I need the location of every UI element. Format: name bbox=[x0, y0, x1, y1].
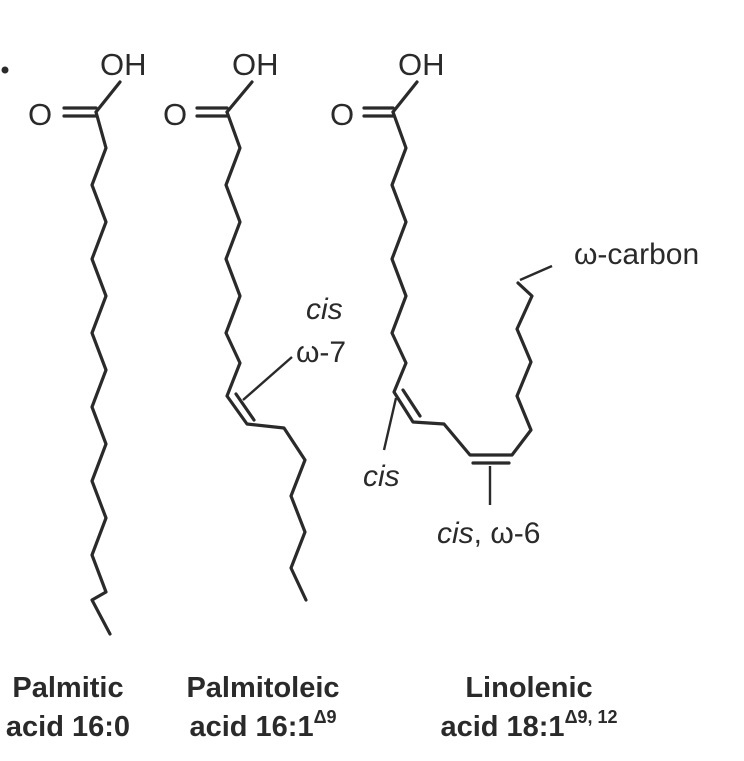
palmitic-acid-structure: OH O Palmitic acid 16:0 bbox=[6, 47, 147, 743]
linolenic-cis-omega6-group: cis, ω-6 bbox=[437, 517, 540, 550]
palmitoleic-acid-structure: OH O cis ω-7 Palmitoleic acid 16:1Δ9 bbox=[163, 47, 346, 743]
palmitoleic-oh-label: OH bbox=[232, 47, 279, 82]
palmitoleic-o-label: O bbox=[163, 97, 187, 132]
palmitoleic-superscript: Δ9 bbox=[314, 707, 337, 727]
palmitic-c-oh-bond bbox=[94, 80, 122, 114]
linolenic-carbon-chain bbox=[390, 110, 534, 457]
linolenic-oh-label: OH bbox=[398, 47, 445, 82]
palmitoleic-cis-label: cis bbox=[306, 293, 343, 326]
palmitoleic-c-oh-bond bbox=[225, 80, 254, 114]
palmitoleic-cis-second-bond bbox=[234, 392, 256, 422]
palmitoleic-carbon-chain bbox=[224, 110, 308, 602]
linolenic-cis9-leader bbox=[382, 397, 398, 451]
linolenic-omega6-label: , ω-6 bbox=[474, 517, 541, 550]
linolenic-cis12-label: cis bbox=[437, 517, 474, 550]
palmitoleic-name-line2-group: acid 16:1Δ9 bbox=[189, 707, 336, 743]
linolenic-cis9-label: cis bbox=[363, 460, 400, 493]
panel-bullet bbox=[1, 66, 9, 74]
omega-carbon-label: ω-carbon bbox=[574, 238, 699, 271]
palmitic-name-line1: Palmitic bbox=[12, 672, 123, 704]
linolenic-o-label: O bbox=[330, 97, 354, 132]
linolenic-c-oh-bond bbox=[391, 80, 419, 114]
palmitic-o-label: O bbox=[28, 97, 52, 132]
palmitic-oh-label: OH bbox=[100, 47, 147, 82]
linolenic-cis9-second-bond bbox=[401, 388, 422, 418]
palmitoleic-name-line1: Palmitoleic bbox=[186, 672, 339, 704]
linolenic-acid-structure: OH O cis cis, ω-6 ω-carbon Linolenic aci… bbox=[330, 47, 699, 743]
palmitic-name-line2: acid 16:0 bbox=[6, 711, 130, 743]
palmitic-carbon-chain bbox=[90, 110, 112, 636]
linolenic-name-line2: acid 18:1 bbox=[440, 711, 564, 743]
linolenic-superscript: Δ9, 12 bbox=[565, 707, 618, 727]
linolenic-name-line2-group: acid 18:1Δ9, 12 bbox=[440, 707, 617, 743]
palmitoleic-cis-leader bbox=[242, 356, 293, 401]
palmitoleic-omega7-label: ω-7 bbox=[296, 336, 346, 369]
omega-carbon-leader bbox=[519, 264, 553, 282]
palmitoleic-name-line2: acid 16:1 bbox=[189, 711, 313, 743]
linolenic-name-line1: Linolenic bbox=[465, 672, 592, 704]
